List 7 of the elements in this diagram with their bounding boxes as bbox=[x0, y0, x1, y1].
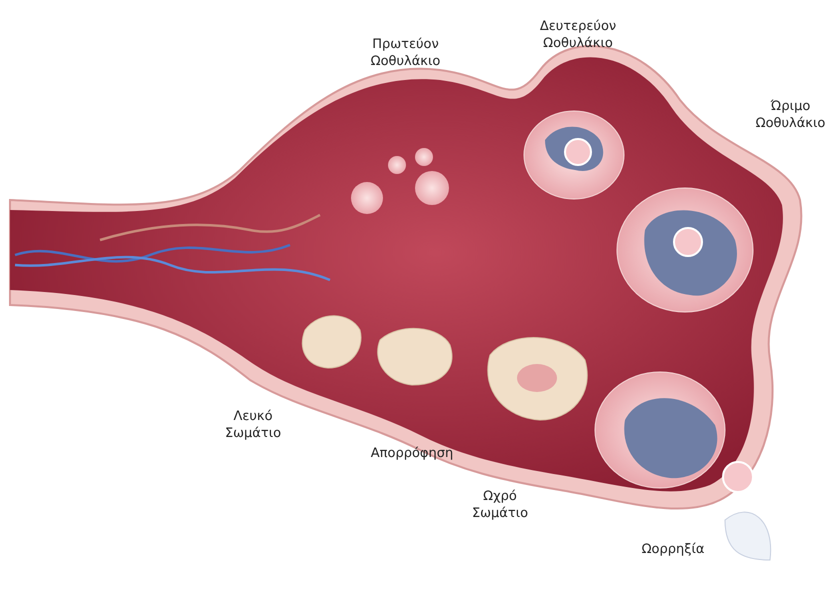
part-label: Πρωτεύον Ωοθυλάκιο bbox=[370, 36, 442, 70]
part-label: Απορρόφηση bbox=[370, 445, 454, 462]
part-label: Ώριμο Ωοθυλάκιο bbox=[754, 98, 826, 132]
part-label: Λευκό Σωμάτιο bbox=[224, 408, 282, 442]
part-label: Δευτερεύον Ωοθυλάκιο bbox=[538, 18, 618, 52]
part-label: Ωορρηξία bbox=[640, 541, 706, 558]
part-label: Ωχρό Σωμάτιο bbox=[470, 488, 530, 522]
